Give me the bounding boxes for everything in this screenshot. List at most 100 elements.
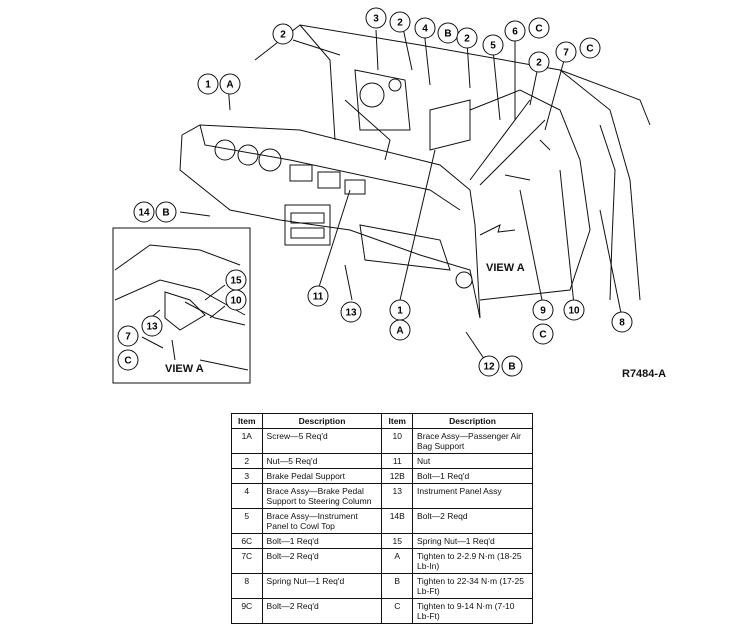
callout-number: 2 bbox=[464, 34, 470, 45]
callout-number: 6 bbox=[512, 27, 518, 38]
torque-callout-circle bbox=[532, 323, 554, 345]
legend-header-description: Description bbox=[261, 413, 383, 429]
callout-number: 13 bbox=[146, 322, 158, 333]
callout-15: 15 bbox=[225, 269, 247, 291]
callout-11: 11 bbox=[307, 285, 329, 307]
torque-callout-letter: B bbox=[162, 208, 169, 219]
callout-14: 14 B bbox=[133, 201, 177, 223]
torque-callout-letter: C bbox=[535, 24, 542, 35]
callout-number: 1 bbox=[397, 306, 403, 317]
legend-item-description: Brace Assy—Instrument Panel to Cowl Top bbox=[261, 508, 383, 534]
callout-number: 10 bbox=[568, 306, 580, 317]
callout-circle bbox=[555, 41, 577, 63]
view-a-label-main: VIEW A bbox=[486, 262, 525, 274]
callout-circle bbox=[482, 34, 504, 56]
callout-number: 4 bbox=[422, 24, 428, 35]
legend-item-code: 14B bbox=[381, 508, 414, 534]
callout-10: 10 bbox=[563, 299, 585, 321]
callout-1: 1A bbox=[389, 299, 411, 341]
legend-item-description: Instrument Panel Assy bbox=[412, 483, 533, 509]
legend-item-code: 6C bbox=[231, 533, 263, 549]
torque-callout-circle bbox=[155, 201, 177, 223]
legend-item-description: Brace Assy—Passenger Air Bag Support bbox=[412, 428, 533, 454]
callout-circle bbox=[340, 301, 362, 323]
torque-callout-circle bbox=[579, 37, 601, 59]
callout-8: 8 bbox=[611, 311, 633, 333]
drawing-lines bbox=[112, 24, 651, 384]
legend-item-description: Brake Pedal Support bbox=[261, 468, 383, 484]
callout-number: 10 bbox=[230, 296, 242, 307]
legend-item-code: 7C bbox=[231, 548, 263, 574]
legend-item-description: Tighten to 22-34 N·m (17-25 Lb-Ft) bbox=[412, 573, 533, 599]
legend-item-code: B bbox=[381, 573, 414, 599]
callout-circle bbox=[532, 299, 554, 321]
callout-number: 15 bbox=[230, 276, 242, 287]
torque-callout-circle bbox=[219, 73, 241, 95]
callout-circle bbox=[563, 299, 585, 321]
legend-item-code: 12B bbox=[381, 468, 414, 484]
callout-circle bbox=[456, 27, 478, 49]
torque-callout-circle bbox=[528, 17, 550, 39]
callout-number: 3 bbox=[373, 14, 379, 25]
callout-7: 7C bbox=[117, 325, 139, 371]
callout-circle bbox=[611, 311, 633, 333]
legend-header-description: Description bbox=[412, 413, 533, 429]
callout-circle bbox=[307, 285, 329, 307]
legend-item-description: Nut bbox=[412, 453, 533, 469]
callout-number: 7 bbox=[563, 48, 569, 59]
legend-header-row: Item Description Item Description bbox=[231, 413, 533, 429]
legend-item-description: Screw—5 Req'd bbox=[261, 428, 383, 454]
callout-number: 7 bbox=[125, 332, 131, 343]
callout-circle bbox=[365, 7, 387, 29]
legend-item-code: A bbox=[381, 548, 414, 574]
legend-item-code: 4 bbox=[231, 483, 263, 509]
legend-item-code: 11 bbox=[381, 453, 414, 469]
legend-item-code: 5 bbox=[231, 508, 263, 534]
callout-circle bbox=[414, 17, 436, 39]
legend-item-code: 1A bbox=[231, 428, 263, 454]
callout-number: 11 bbox=[313, 292, 324, 303]
callout-5: 5 bbox=[482, 34, 504, 56]
callout-13: 13 bbox=[340, 301, 362, 323]
legend-item-code: 8 bbox=[231, 573, 263, 599]
legend-item-code: 13 bbox=[381, 483, 414, 509]
callout-number: 1 bbox=[205, 80, 211, 91]
callout-number: 14 bbox=[138, 208, 150, 219]
callout-2: 2 bbox=[272, 23, 294, 45]
legend-header-item: Item bbox=[381, 413, 414, 429]
legend-item-code: C bbox=[381, 598, 414, 624]
callout-number: 5 bbox=[490, 41, 496, 52]
callout-circle bbox=[389, 11, 411, 33]
legend-item-code: 2 bbox=[231, 453, 263, 469]
callout-number: 8 bbox=[619, 318, 625, 329]
legend-item-description: Spring Nut—1 Req'd bbox=[412, 533, 533, 549]
callout-circle bbox=[117, 325, 139, 347]
callout-10: 10 bbox=[225, 289, 247, 311]
callout-circle bbox=[133, 201, 155, 223]
torque-callout-letter: C bbox=[539, 330, 546, 341]
callout-circle bbox=[272, 23, 294, 45]
legend-item-code: 3 bbox=[231, 468, 263, 484]
legend-item-description: Bolt—2 Req'd bbox=[261, 548, 383, 574]
legend-item-code: 9C bbox=[231, 598, 263, 624]
torque-callout-letter: A bbox=[396, 326, 403, 337]
callout-circle bbox=[528, 51, 550, 73]
callout-2: 2 bbox=[389, 11, 411, 33]
callout-number: 2 bbox=[280, 30, 286, 41]
torque-callout-letter: A bbox=[226, 80, 233, 91]
callout-circle bbox=[504, 20, 526, 42]
callout-circle bbox=[225, 289, 247, 311]
legend-item-description: Bolt—2 Req'd bbox=[261, 598, 383, 624]
legend-item-description: Bolt—1 Req'd bbox=[261, 533, 383, 549]
